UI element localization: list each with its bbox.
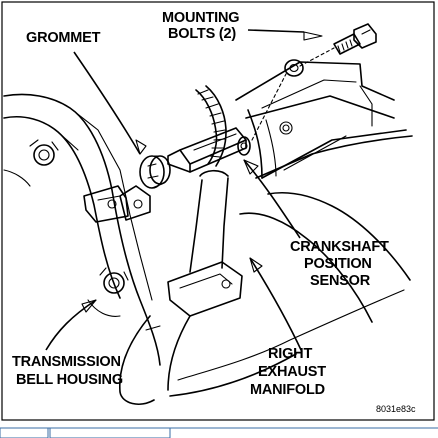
figure-code: 8031e83c	[376, 404, 416, 414]
label-crankshaft-line1: CRANKSHAFT	[290, 239, 389, 255]
mounting-bolts-arrowhead	[303, 31, 323, 41]
grommet-arrowhead	[135, 139, 147, 155]
crankshaft-sensor-leader	[243, 159, 301, 239]
exhaust-manifold-leader	[249, 257, 303, 353]
bottom-tab-2[interactable]	[49, 427, 171, 438]
label-transmission-line1: TRANSMISSION	[12, 354, 121, 370]
bell-housing-leader	[45, 299, 97, 351]
sensor-bracket-drawing	[97, 185, 151, 221]
mounting-bolts-leader	[247, 29, 305, 33]
washer-drawing	[284, 59, 304, 77]
label-transmission-line2: BELL HOUSING	[16, 372, 123, 388]
crankshaft-sensor-arrowhead	[243, 159, 259, 175]
label-mounting-bolts-line1: MOUNTING	[162, 10, 239, 26]
label-grommet: GROMMET	[26, 30, 101, 46]
exhaust-manifold-arrowhead	[249, 257, 263, 273]
label-crankshaft-line3: SENSOR	[310, 273, 371, 289]
washer-alignment-dash	[251, 73, 287, 141]
bolt-alignment-dash	[299, 47, 335, 67]
bottom-tab-1[interactable]	[0, 427, 49, 438]
bell-housing-arrowhead	[81, 299, 97, 313]
engine-block-drawing	[169, 61, 413, 397]
transmission-bell-housing-drawing	[3, 93, 161, 366]
label-exhaust-line1: RIGHT	[268, 346, 312, 362]
label-exhaust-line2: EXHAUST	[258, 364, 326, 380]
label-crankshaft-line2: POSITION	[304, 256, 372, 272]
exhaust-manifold-drawing	[119, 169, 243, 405]
grommet-drawing	[139, 155, 171, 189]
label-mounting-bolts-line2: BOLTS (2)	[168, 26, 236, 42]
label-exhaust-line3: MANIFOLD	[250, 382, 325, 398]
crankshaft-position-sensor-drawing	[167, 85, 251, 173]
figure-border	[1, 1, 435, 421]
mounting-bolt-drawing	[333, 23, 377, 55]
grommet-leader	[73, 51, 141, 155]
